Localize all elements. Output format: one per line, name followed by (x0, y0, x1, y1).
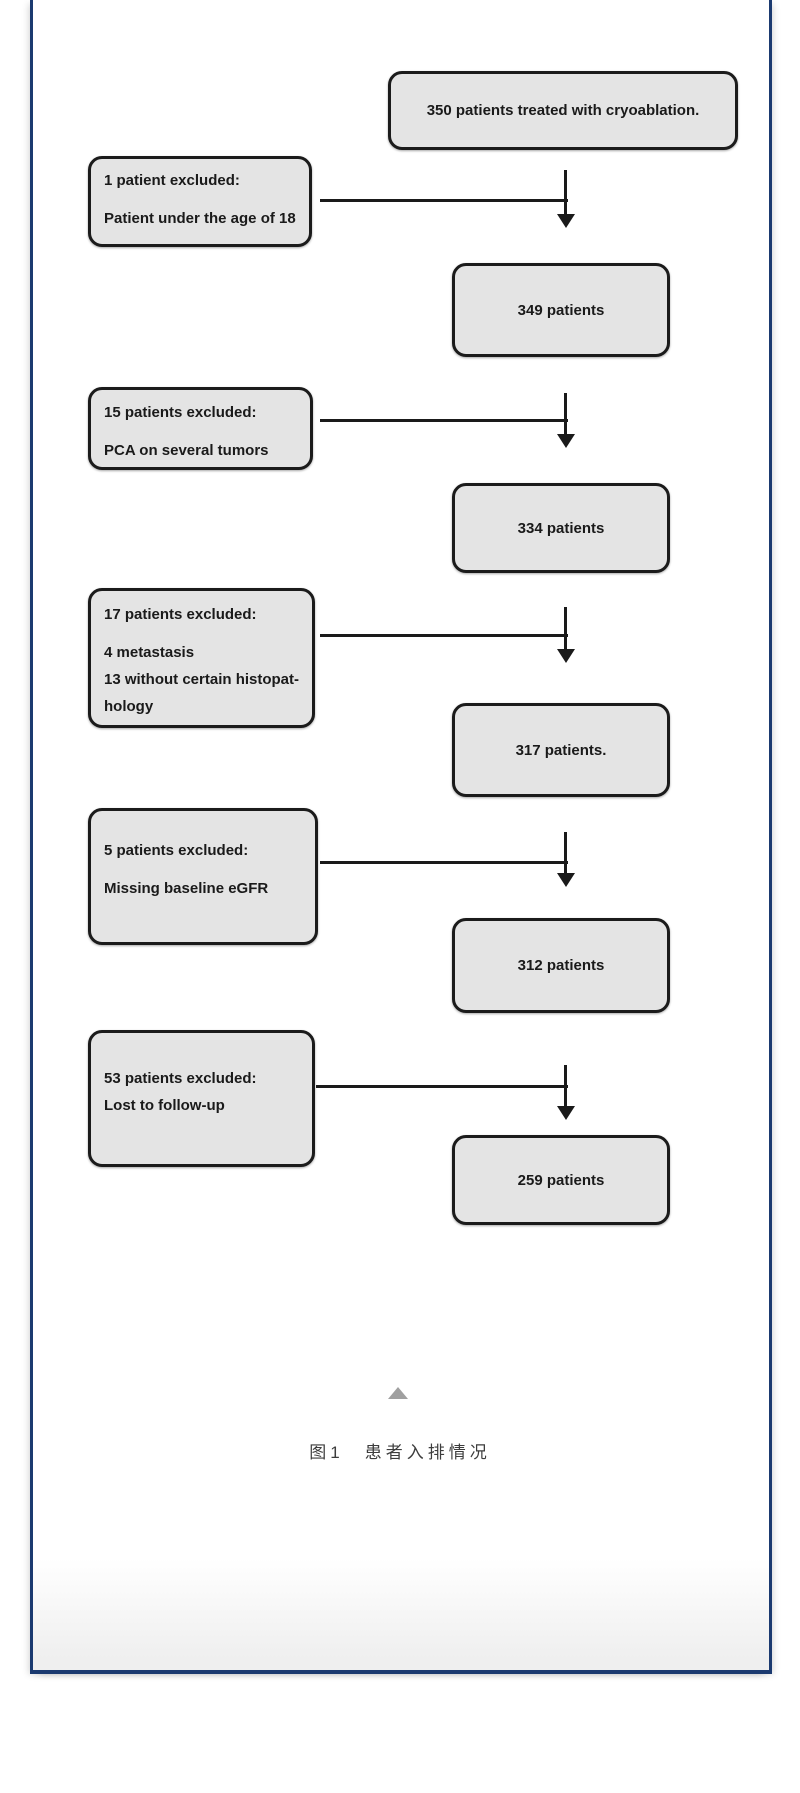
exclusion-line: 5 patients excluded: (104, 842, 249, 859)
arrow-line-vertical (564, 832, 567, 874)
flow-node-349-patients: 349 patients (452, 263, 670, 357)
exclusion-line: Patient under the age of 18 (104, 210, 296, 227)
flow-node-label: 334 patients (517, 519, 605, 537)
arrowhead-down-icon (557, 873, 575, 887)
exclusion-node-4: 5 patients excluded: Missing baseline eG… (88, 808, 318, 945)
flow-node-label: 259 patients (517, 1171, 605, 1189)
exclusion-node-1: 1 patient excluded: Patient under the ag… (88, 156, 312, 247)
arrowhead-down-icon (557, 1106, 575, 1120)
flow-node-label: 317 patients. (515, 741, 607, 759)
exclusion-line: 13 without certain histopat- (104, 671, 300, 688)
flow-node-label: 350 patients treated with cryoablation. (426, 102, 700, 119)
flow-node-259-patients: 259 patients (452, 1135, 670, 1225)
exclusion-line: 1 patient excluded: (104, 172, 240, 189)
collapse-triangle-icon[interactable] (388, 1387, 408, 1399)
connector-line-horizontal (320, 861, 568, 864)
figure-caption: 图1 患者入排情况 (309, 1443, 491, 1462)
flow-node-312-patients: 312 patients (452, 918, 670, 1013)
flow-node-317-patients: 317 patients. (452, 703, 670, 797)
exclusion-line: 17 patients excluded: (104, 606, 257, 623)
arrow-line-vertical (564, 607, 567, 650)
exclusion-line: PCA on several tumors (104, 442, 269, 459)
exclusion-line: 53 patients excluded: (104, 1070, 257, 1087)
flow-node-label: 349 patients (517, 301, 605, 319)
exclusion-line: 15 patients excluded: (104, 404, 257, 421)
arrowhead-down-icon (557, 434, 575, 448)
connector-line-horizontal (316, 1085, 568, 1088)
exclusion-node-5: 53 patients excluded: Lost to follow-up (88, 1030, 315, 1167)
arrowhead-down-icon (557, 649, 575, 663)
exclusion-line: Missing baseline eGFR (104, 880, 269, 897)
connector-line-horizontal (320, 634, 568, 637)
exclusion-line: 4 metastasis (104, 644, 195, 661)
arrow-line-vertical (564, 170, 567, 215)
connector-line-horizontal (320, 199, 568, 202)
arrowhead-down-icon (557, 214, 575, 228)
flow-node-label: 312 patients (517, 957, 605, 974)
arrow-line-vertical (564, 393, 567, 435)
exclusion-line: Lost to follow-up (104, 1097, 225, 1114)
flow-node-350-patients: 350 patients treated with cryoablation. (388, 71, 738, 150)
exclusion-line: hology (104, 698, 154, 715)
bottom-fade-gradient (33, 1558, 769, 1670)
exclusion-node-2: 15 patients excluded: PCA on several tum… (88, 387, 313, 470)
connector-line-horizontal (320, 419, 568, 422)
exclusion-node-3: 17 patients excluded: 4 metastasis 13 wi… (88, 588, 315, 728)
flow-node-334-patients: 334 patients (452, 483, 670, 573)
